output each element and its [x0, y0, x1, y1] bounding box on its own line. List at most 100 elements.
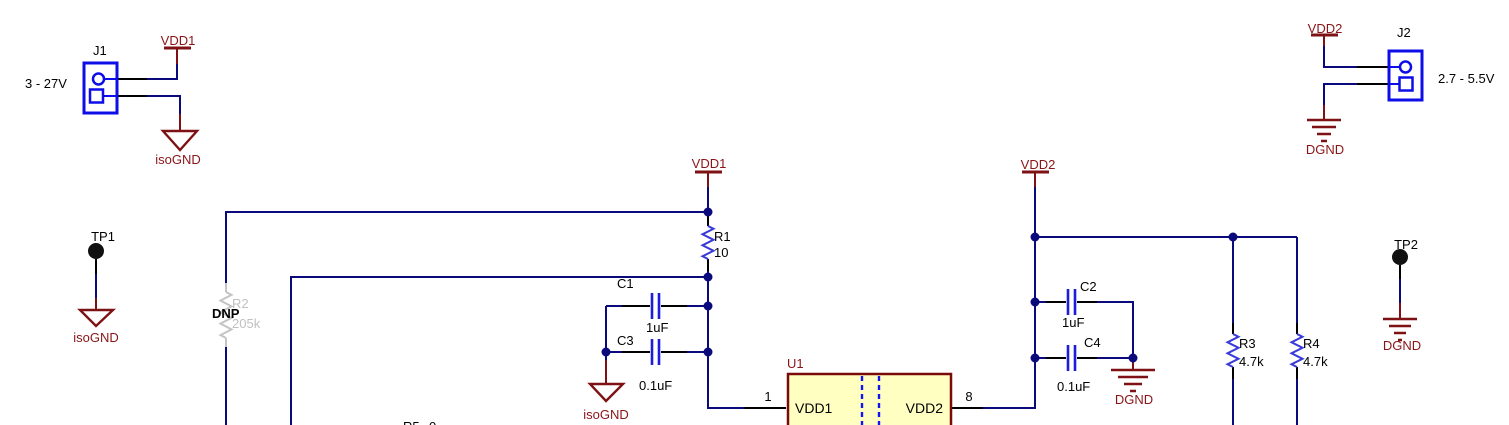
- wire-j2-bottom[interactable]: [1323, 83, 1357, 106]
- wire-j1-top[interactable]: [147, 63, 178, 80]
- junction-dot: [1030, 353, 1040, 363]
- j1-pin-leads: [103, 78, 117, 97]
- ground-symbol-dgnd-tp2[interactable]: [1383, 303, 1417, 342]
- u1-isolation-barrier: [860, 376, 881, 425]
- capacitor-c3[interactable]: [650, 339, 661, 365]
- net-label-dgnd-tp2[interactable]: DGND: [1383, 338, 1421, 353]
- dgnd-bars: [1307, 118, 1341, 143]
- r1-zigzag: [700, 225, 716, 260]
- isognd-triangle: [77, 308, 117, 328]
- r3-zigzag: [1225, 333, 1241, 368]
- power-symbol-vdd2-j2[interactable]: [1311, 33, 1338, 46]
- tp2-ref-label[interactable]: TP2: [1394, 237, 1418, 252]
- power-symbol-vdd1-r1[interactable]: [695, 170, 722, 187]
- j1-ref-label[interactable]: J1: [93, 43, 107, 58]
- c4-ref-label[interactable]: C4: [1084, 335, 1101, 350]
- testpoint-tp2[interactable]: [1392, 249, 1408, 265]
- junction-dots: [601, 207, 1238, 363]
- c2-plates: [1066, 289, 1077, 315]
- j1-pin1-circle: [91, 72, 106, 86]
- r3-value-label[interactable]: 4.7k: [1239, 354, 1264, 369]
- wire-vdd2-rail[interactable]: [983, 186, 1036, 409]
- resistor-r1[interactable]: [700, 225, 716, 260]
- c1-ref-label[interactable]: C1: [617, 276, 634, 291]
- tp2-pad: [1392, 249, 1408, 265]
- wire-j1-bottom[interactable]: [147, 95, 181, 116]
- c1-value-label[interactable]: 1uF: [646, 320, 668, 335]
- junction-dot: [1030, 297, 1040, 307]
- ground-symbol-dgnd-j2[interactable]: [1307, 105, 1341, 143]
- j2-voltage-label[interactable]: 2.7 - 5.5V: [1438, 71, 1495, 86]
- c1-plates: [650, 293, 661, 319]
- wire-j2-top[interactable]: [1323, 46, 1357, 68]
- capacitor-c2[interactable]: [1066, 289, 1077, 315]
- junction-dot: [1030, 232, 1040, 242]
- wire-vdd1-bus[interactable]: [707, 270, 744, 409]
- net-label-isognd-j1[interactable]: isoGND: [155, 152, 201, 167]
- net-label-vdd2-rail[interactable]: VDD2: [1021, 157, 1056, 172]
- connector-j2[interactable]: [1387, 49, 1424, 102]
- u1-pin1-name: VDD1: [795, 400, 833, 416]
- resistor-r2-dnp[interactable]: [218, 283, 234, 347]
- net-label-dgnd-j2[interactable]: DGND: [1306, 142, 1344, 157]
- c2-ref-label[interactable]: C2: [1080, 279, 1097, 294]
- j1-body: [82, 61, 119, 115]
- r2-dnp-flag[interactable]: DNP: [212, 306, 240, 321]
- r1-value-label[interactable]: 10: [714, 245, 728, 260]
- c2-value-label[interactable]: 1uF: [1062, 315, 1084, 330]
- pin-stubs: [95, 66, 1401, 409]
- j1-pin2-square: [88, 88, 105, 104]
- r1-ref-label[interactable]: R1: [714, 229, 731, 244]
- net-label-isognd-c3[interactable]: isoGND: [583, 407, 629, 422]
- connector-j1[interactable]: [82, 61, 119, 115]
- wire-vdd1-outer-L[interactable]: [225, 211, 708, 283]
- wire-inner-L[interactable]: [290, 276, 708, 425]
- u1-ref-label[interactable]: U1: [787, 356, 804, 371]
- tp1-ref-label[interactable]: TP1: [91, 229, 115, 244]
- isognd-triangle: [587, 382, 626, 403]
- u1-pin1-number: 1: [764, 389, 771, 404]
- r2-ref-label[interactable]: R2: [232, 296, 249, 311]
- junction-dot: [1228, 232, 1238, 242]
- junction-dot: [703, 272, 713, 282]
- j2-ref-label[interactable]: J2: [1397, 25, 1411, 40]
- r3-ref-label[interactable]: R3: [1239, 336, 1256, 351]
- capacitor-c4[interactable]: [1066, 345, 1077, 371]
- net-label-dgnd-c4[interactable]: DGND: [1115, 392, 1153, 407]
- r5-ref-label[interactable]: R5: [403, 419, 420, 425]
- j2-body: [1387, 49, 1424, 102]
- r2-zigzag: [218, 291, 234, 339]
- j1-voltage-label[interactable]: 3 - 27V: [25, 76, 67, 91]
- junction-dot: [703, 347, 713, 357]
- net-label-isognd-tp1[interactable]: isoGND: [73, 330, 119, 345]
- resistor-r3[interactable]: [1225, 333, 1241, 368]
- ground-symbol-isognd-tp1[interactable]: [77, 298, 117, 328]
- testpoint-tp1[interactable]: [88, 243, 104, 259]
- ground-symbol-dgnd-c4[interactable]: [1111, 358, 1155, 393]
- power-symbol-vdd2-rail[interactable]: [1022, 170, 1049, 187]
- net-label-vdd1-j1[interactable]: VDD1: [161, 33, 196, 48]
- u1-pin8-name: VDD2: [906, 400, 944, 416]
- power-symbol-vdd1-j1[interactable]: [164, 46, 191, 64]
- j2-pin1-circle: [1398, 60, 1413, 74]
- c3-ref-label[interactable]: C3: [617, 333, 634, 348]
- c4-value-label[interactable]: 0.1uF: [1057, 379, 1090, 394]
- wire-c2-right[interactable]: [1096, 301, 1134, 358]
- ground-symbol-isognd-j1[interactable]: [160, 114, 200, 152]
- resistor-r4[interactable]: [1289, 333, 1305, 368]
- capacitor-c1[interactable]: [650, 293, 661, 319]
- ic-u1[interactable]: [786, 372, 953, 425]
- r4-value-label[interactable]: 4.7k: [1303, 354, 1328, 369]
- wires[interactable]: [95, 46, 1401, 425]
- isognd-triangle: [160, 129, 200, 152]
- r5-value-label[interactable]: 0: [429, 419, 436, 425]
- net-label-vdd1-r1[interactable]: VDD1: [692, 156, 727, 171]
- r2-value-label[interactable]: 205k: [232, 316, 261, 331]
- c3-value-label[interactable]: 0.1uF: [639, 378, 672, 393]
- r4-ref-label[interactable]: R4: [1303, 336, 1320, 351]
- u1-body: [786, 372, 953, 425]
- net-label-vdd2-j2[interactable]: VDD2: [1308, 21, 1343, 36]
- c3-plates: [650, 339, 661, 365]
- ground-symbol-isognd-c3[interactable]: [587, 360, 626, 403]
